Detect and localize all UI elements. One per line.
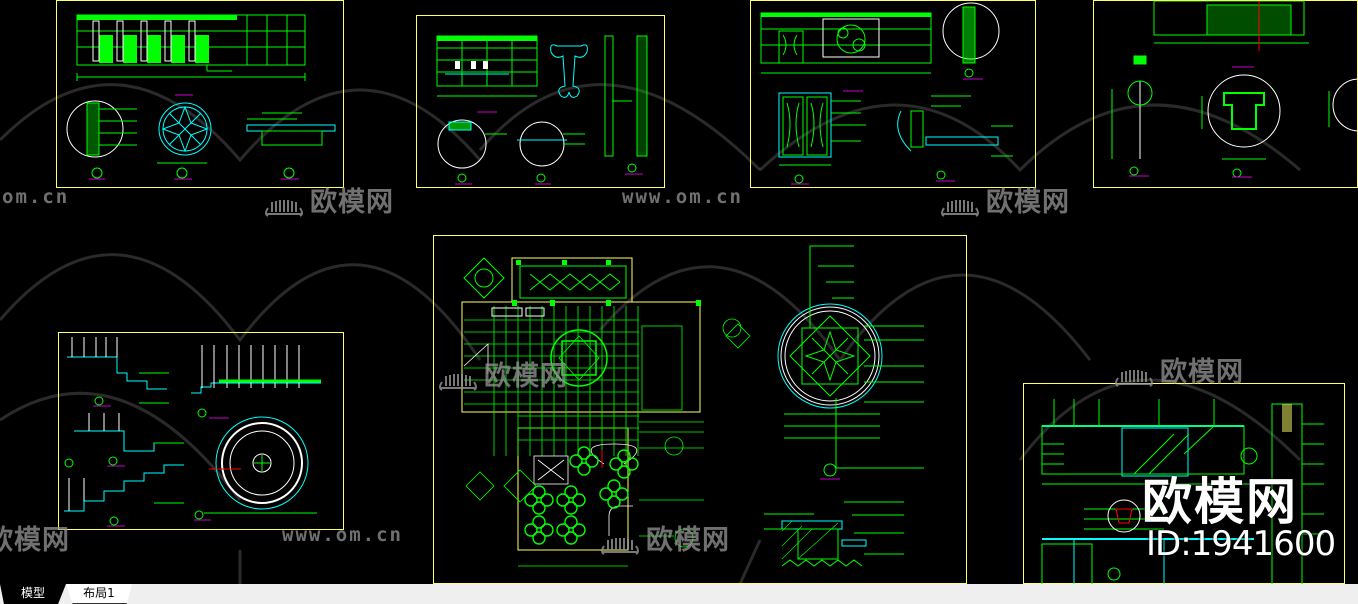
tab-layout1[interactable]: 布局1 — [66, 584, 132, 604]
tab-model[interactable]: 模型 — [0, 584, 66, 604]
drawing-sheet-wall-elevation-b[interactable] — [416, 15, 665, 188]
drawing-sheet-floor-plan[interactable] — [433, 235, 967, 584]
cad-model-canvas[interactable]: om.cn www.om.cn www.om.cn 欧模网 欧模网 欧模网 欧模… — [0, 0, 1358, 584]
watermark-arcs — [0, 83, 1302, 584]
drawing-sheet-section-elevation[interactable] — [1023, 383, 1345, 584]
drawing-sheet-stair-sections[interactable] — [58, 332, 344, 530]
watermark-model-id: ID:1941600 — [1146, 524, 1336, 564]
drawing-sheet-column-details[interactable] — [1093, 0, 1358, 188]
drawing-sheet-door-elevation[interactable] — [750, 0, 1036, 188]
drawing-sheet-wall-elevation-a[interactable] — [56, 0, 344, 188]
layout-tab-bar: 模型 布局1 — [0, 584, 1358, 604]
watermark-big-brand: 欧模网 — [1142, 473, 1298, 531]
